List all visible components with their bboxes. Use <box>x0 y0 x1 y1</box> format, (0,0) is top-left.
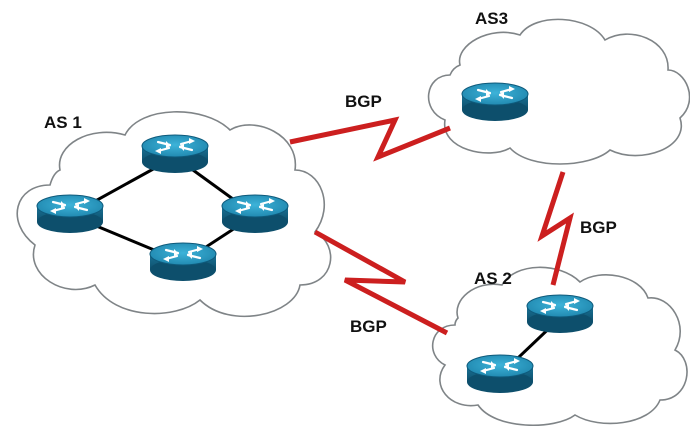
router-icon <box>35 193 105 235</box>
bgp-link-as3-as2 <box>537 171 574 286</box>
router-icon <box>460 81 530 123</box>
router-icon <box>220 193 290 235</box>
as-label-as3: AS3 <box>475 9 508 28</box>
bgp-label-as3-as2: BGP <box>580 218 617 237</box>
bgp-label-as1-as3: BGP <box>345 92 382 111</box>
as-label-as2: AS 2 <box>474 269 512 288</box>
router-icon <box>465 353 535 395</box>
router-icon <box>140 133 210 175</box>
bgp-label-as1-as2: BGP <box>350 317 387 336</box>
as-label-as1: AS 1 <box>44 113 82 132</box>
router-icon <box>148 241 218 283</box>
bgp-link-as1-as3 <box>289 116 451 162</box>
cloud-as2 <box>431 266 688 427</box>
router-icon <box>525 293 595 335</box>
bgp-link-as1-as2 <box>313 229 449 336</box>
bgp-links <box>289 116 574 336</box>
